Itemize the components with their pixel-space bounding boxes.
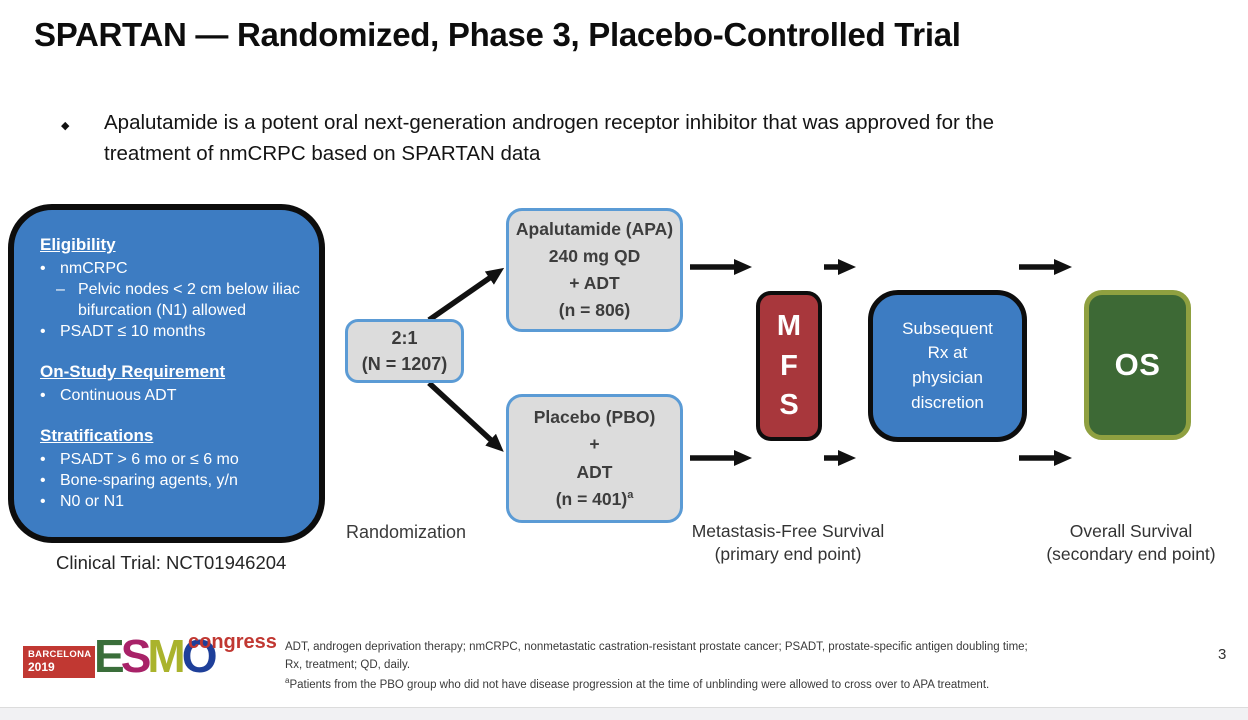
arrow-randomize-pbo xyxy=(427,380,504,452)
congress-wordmark: congress xyxy=(188,631,277,653)
list-item: • Bone-sparing agents, y/n xyxy=(40,470,307,491)
arm-line: ADT xyxy=(576,461,613,482)
ratio-value: 2:1 xyxy=(391,327,418,348)
mfs-caption: Metastasis-Free Survival (primary end po… xyxy=(668,520,908,566)
bullet-icon: • xyxy=(40,260,46,277)
page-number: 3 xyxy=(1218,646,1227,663)
bullet-diamond-icon: ◆ xyxy=(61,120,70,132)
subseq-line: Subsequent xyxy=(902,318,993,338)
os-endpoint-box: OS xyxy=(1084,290,1191,440)
intro-bullet-text: Apalutamide is a potent oral next-genera… xyxy=(104,111,995,165)
list-item-text: Pelvic nodes < 2 cm below iliac bifurcat… xyxy=(78,281,300,319)
esmo-wordmark: ESMO xyxy=(94,630,218,682)
total-n: (N = 1207) xyxy=(361,354,448,374)
list-subitem: – Pelvic nodes < 2 cm below iliac bifurc… xyxy=(56,279,307,321)
arm-line: Apalutamide (APA) xyxy=(515,218,674,239)
slide-title: SPARTAN — Randomized, Phase 3, Placebo-C… xyxy=(34,16,961,53)
footnote-marker: a xyxy=(627,488,634,501)
arm-line: 240 mg QD xyxy=(548,245,641,266)
stratifications-section: Stratifications • PSADT > 6 mo or ≤ 6 mo… xyxy=(40,425,307,512)
mfs-caption-line1: Metastasis-Free Survival xyxy=(691,521,885,541)
clinical-trial-id: Clinical Trial: NCT01946204 xyxy=(56,552,287,573)
dash-icon: – xyxy=(56,281,65,298)
os-caption: Overall Survival (secondary end point) xyxy=(1011,520,1248,566)
footnote-marker: a xyxy=(285,675,290,685)
arm-line: + ADT xyxy=(569,273,620,293)
logo-city: BARCELONA xyxy=(28,649,92,660)
list-item-text: Bone-sparing agents, y/n xyxy=(60,472,238,489)
footnote-line: Rx, treatment; QD, daily. xyxy=(285,658,411,671)
esmo-letter: E xyxy=(94,630,125,682)
bullet-icon: • xyxy=(40,323,46,340)
mfs-caption-line2: (primary end point) xyxy=(714,544,862,565)
os-caption-line2: (secondary end point) xyxy=(1046,544,1216,565)
logo-barcelona-block: BARCELONA 2019 xyxy=(23,646,95,678)
on-study-section: On-Study Requirement • Continuous ADT xyxy=(40,361,307,406)
footnote-line: ADT, androgen deprivation therapy; nmCRP… xyxy=(285,641,1028,653)
randomization-ratio-box: 2:1 (N = 1207) xyxy=(345,319,464,383)
mfs-letter: M xyxy=(776,309,802,342)
arrow-randomize-apa xyxy=(427,267,505,323)
list-item-text: PSADT > 6 mo or ≤ 6 mo xyxy=(60,451,239,468)
section-heading: Eligibility xyxy=(40,235,116,254)
subsequent-rx-box: Subsequent Rx at physician discretion xyxy=(868,290,1027,442)
placebo-arm-box: Placebo (PBO) + ADT (n = 401)a xyxy=(506,394,683,523)
mfs-letter: S xyxy=(779,389,799,422)
section-heading: On-Study Requirement xyxy=(40,362,226,381)
mfs-endpoint-box: M F S xyxy=(756,291,822,441)
list-item: • nmCRPC xyxy=(40,258,307,279)
os-label: OS xyxy=(1114,347,1161,382)
esmo-congress-logo: BARCELONA 2019 ESMO congress xyxy=(20,630,280,694)
subseq-line: physician xyxy=(912,368,983,387)
arm-n-value: (n = 401) xyxy=(555,488,628,509)
subseq-line: Rx at xyxy=(927,343,968,363)
list-item-text: N0 or N1 xyxy=(60,493,125,510)
arm-line: (n = 806) xyxy=(558,300,631,321)
eligibility-section: Eligibility • nmCRPC – Pelvic nodes < 2 … xyxy=(40,234,307,342)
bullet-icon: • xyxy=(40,493,46,510)
mfs-letter: F xyxy=(780,349,798,382)
arm-line: Placebo (PBO) xyxy=(533,407,656,428)
footnote-text: Patients from the PBO group who did not … xyxy=(289,678,990,691)
randomization-label: Randomization xyxy=(345,522,467,542)
bullet-icon: • xyxy=(40,387,46,404)
esmo-letter: S xyxy=(120,630,152,682)
footnotes: ADT, androgen deprivation therapy; nmCRP… xyxy=(285,639,1165,694)
esmo-letter: O xyxy=(181,630,218,682)
apalutamide-arm-box: Apalutamide (APA) 240 mg QD + ADT (n = 8… xyxy=(506,208,683,332)
list-item: • N0 or N1 xyxy=(40,491,307,512)
bullet-icon: • xyxy=(40,451,46,468)
arm-n-line: (n = 401)a xyxy=(556,486,634,513)
list-item-text: Continuous ADT xyxy=(60,387,177,404)
bullet-icon: • xyxy=(40,472,46,489)
list-item-text: PSADT ≤ 10 months xyxy=(60,323,206,340)
list-item: • Continuous ADT xyxy=(40,385,307,406)
footnote-line: aPatients from the PBO group who did not… xyxy=(285,675,1165,695)
list-item: • PSADT > 6 mo or ≤ 6 mo xyxy=(40,449,307,470)
logo-year: 2019 xyxy=(28,659,55,674)
section-heading: Stratifications xyxy=(40,426,154,445)
esmo-letter: M xyxy=(147,630,185,682)
eligibility-box: Eligibility • nmCRPC – Pelvic nodes < 2 … xyxy=(8,204,325,543)
list-item: • PSADT ≤ 10 months xyxy=(40,321,307,342)
bottom-strip xyxy=(0,707,1248,720)
arm-line: + xyxy=(589,434,600,455)
list-item-text: nmCRPC xyxy=(60,260,128,277)
os-caption-line1: Overall Survival xyxy=(1069,521,1193,541)
subseq-line: discretion xyxy=(911,392,984,412)
